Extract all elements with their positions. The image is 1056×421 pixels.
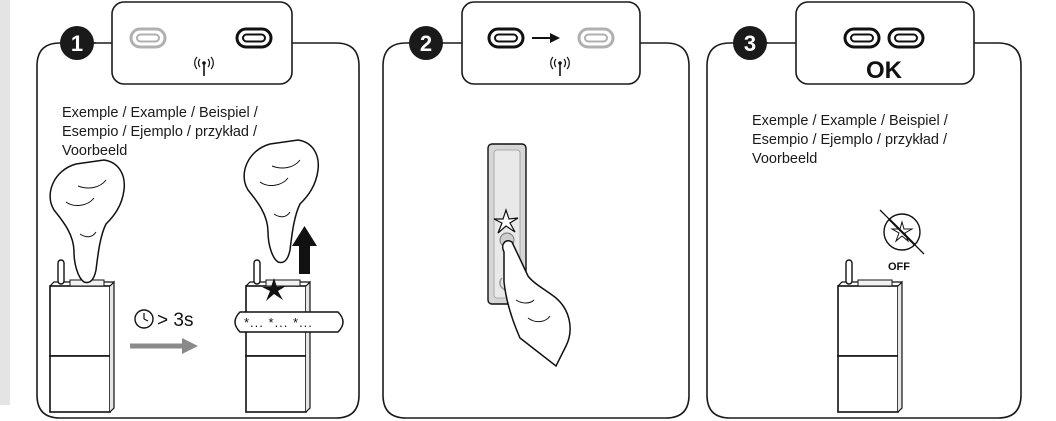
- blink-pattern-banner: *... *... *...: [235, 312, 343, 332]
- panel-2-frame: [383, 43, 689, 418]
- pairing-icon-box: [462, 2, 640, 84]
- finger-hand-icon: [503, 241, 570, 366]
- step-number: 3: [744, 31, 756, 56]
- caption-line: Voorbeeld: [62, 142, 258, 161]
- step-number: 2: [420, 31, 432, 56]
- step-2-panel: 2: [383, 2, 689, 418]
- caption-line: Voorbeeld: [752, 150, 948, 169]
- arrow-up-icon: [292, 226, 317, 274]
- device-illustration: [50, 260, 114, 412]
- device-illustration: [246, 260, 310, 412]
- caption-line: Exemple / Example / Beispiel /: [62, 104, 258, 123]
- timer-label: > 3s: [157, 310, 193, 331]
- step-3-panel: 3 OK OFF: [707, 2, 1021, 418]
- caption-line: Esempio / Ejemplo / przykład /: [62, 123, 258, 142]
- caption-line: Exemple / Example / Beispiel /: [752, 112, 948, 131]
- step-1-panel: 1 > 3s: [37, 2, 359, 418]
- step-number: 1: [71, 31, 83, 56]
- panel-1-caption: Exemple / Example / Beispiel / Esempio /…: [62, 104, 258, 161]
- arrow-right-icon: [130, 338, 198, 354]
- ok-label: OK: [866, 57, 903, 84]
- panel-3-caption: Exemple / Example / Beispiel / Esempio /…: [752, 112, 948, 169]
- pairing-icon-box: [112, 2, 292, 84]
- device-illustration: [838, 260, 902, 412]
- blink-pattern: *... *... *...: [244, 315, 313, 330]
- led-off-icon: [880, 210, 924, 254]
- clock-icon: [135, 310, 153, 328]
- off-label: OFF: [888, 261, 910, 273]
- caption-line: Esempio / Ejemplo / przykład /: [752, 131, 948, 150]
